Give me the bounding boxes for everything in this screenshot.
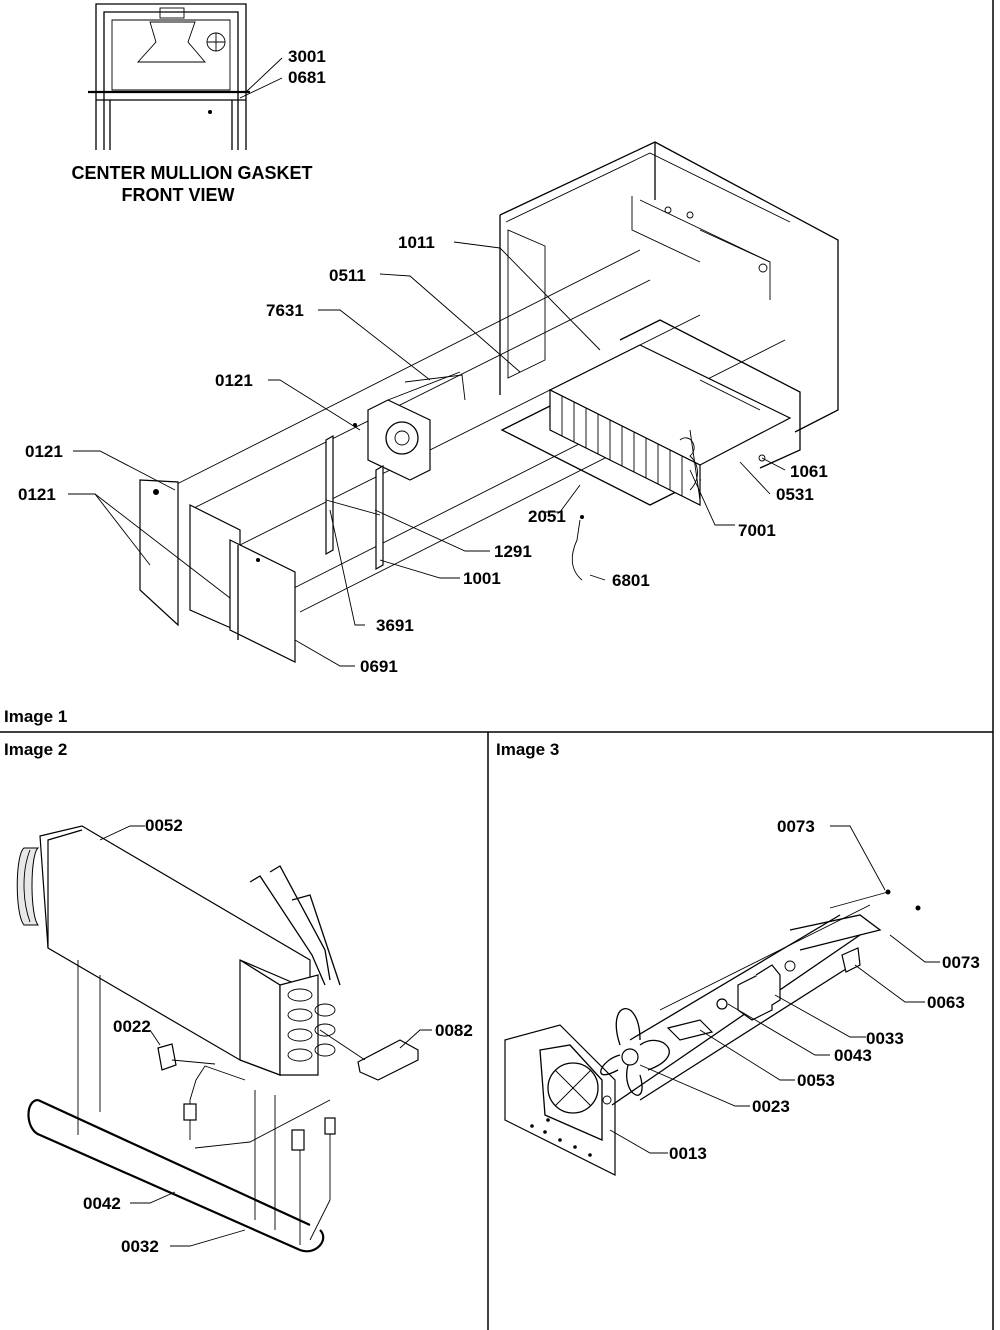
part-label: 7631 (266, 301, 304, 320)
part-label: 0511 (329, 266, 366, 285)
section-title-image1: Image 1 (4, 707, 67, 726)
image1-part-labels: 3001 0681 1011 0511 7631 0121 0121 0121 … (18, 47, 828, 676)
part-label: 0121 (25, 442, 63, 461)
part-label: 0033 (866, 1029, 904, 1048)
image2-evaporator-assembly (16, 825, 419, 1253)
part-label: 0032 (121, 1237, 159, 1256)
part-label: 0121 (215, 371, 253, 390)
part-label: 0681 (288, 68, 326, 87)
part-label: 0022 (113, 1017, 151, 1036)
part-label: 1291 (494, 542, 532, 561)
part-label: 0053 (797, 1071, 835, 1090)
image3-part-labels: 0073 0073 0063 0033 0043 0053 0023 0013 (669, 817, 980, 1163)
part-label: 7001 (738, 521, 776, 540)
part-label: 3001 (288, 47, 326, 66)
part-label: 0063 (927, 993, 965, 1012)
part-label: 0121 (18, 485, 56, 504)
part-label: 1061 (790, 462, 828, 481)
part-label: 0691 (360, 657, 398, 676)
part-label: 0073 (942, 953, 980, 972)
part-label: 0082 (435, 1021, 473, 1040)
part-label: 0042 (83, 1194, 121, 1213)
mullion-gasket-inset: CENTER MULLION GASKET FRONT VIEW (72, 3, 313, 205)
part-label: 1011 (398, 233, 435, 252)
part-label: 0531 (776, 485, 814, 504)
part-label: 0073 (777, 817, 815, 836)
part-label: 2051 (528, 507, 566, 526)
part-label: 0043 (834, 1046, 872, 1065)
part-label: 3691 (376, 616, 414, 635)
inset-caption-line1: CENTER MULLION GASKET (72, 163, 313, 183)
image3-leader-lines (609, 825, 940, 1154)
image3-fan-assembly (504, 889, 921, 1176)
part-label: 0052 (145, 816, 183, 835)
part-label: 6801 (612, 571, 650, 590)
inset-caption-line2: FRONT VIEW (122, 185, 235, 205)
image2-part-labels: 0052 0022 0082 0042 0032 (83, 816, 473, 1256)
image2-leader-lines (99, 825, 432, 1247)
image1-exploded-assembly (139, 141, 839, 663)
part-label: 1001 (463, 569, 501, 588)
section-title-image3: Image 3 (496, 740, 559, 759)
part-label: 0023 (752, 1097, 790, 1116)
section-title-image2: Image 2 (4, 740, 67, 759)
image1-leader-lines (68, 241, 786, 667)
part-label: 0013 (669, 1144, 707, 1163)
